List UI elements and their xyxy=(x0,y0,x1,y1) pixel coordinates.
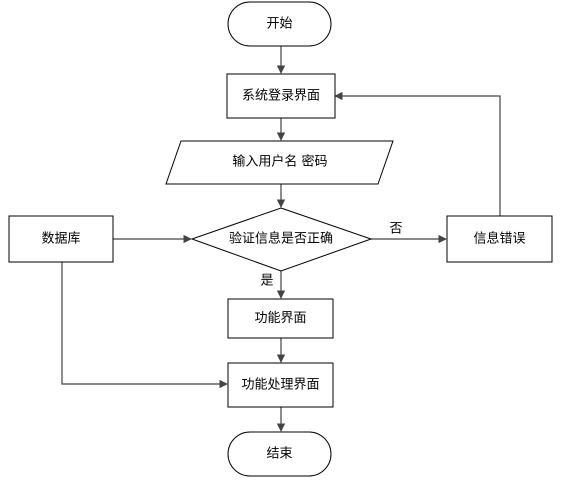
edge-label-no: 否 xyxy=(389,222,402,237)
start-node: 开始 xyxy=(227,1,332,47)
end-label: 结束 xyxy=(266,447,292,462)
edge-database-to-processing xyxy=(61,262,228,389)
verify-decision-label: 验证信息是否正确 xyxy=(229,231,333,247)
function-screen-node: 功能界面 xyxy=(227,298,334,339)
edge-error-to-login xyxy=(334,91,501,216)
login-screen-label: 系统登录界面 xyxy=(242,89,320,104)
verify-decision-node: 验证信息是否正确 xyxy=(190,207,373,272)
input-credentials-label: 输入用户名 密码 xyxy=(232,154,327,170)
error-node: 信息错误 xyxy=(446,215,553,263)
input-credentials-node: 输入用户名 密码 xyxy=(165,140,394,185)
function-screen-label: 功能界面 xyxy=(254,311,306,326)
database-node: 数据库 xyxy=(8,215,114,263)
database-label: 数据库 xyxy=(41,231,80,247)
processing-screen-node: 功能处理界面 xyxy=(227,362,334,408)
error-label: 信息错误 xyxy=(473,231,525,247)
processing-screen-label: 功能处理界面 xyxy=(241,378,319,393)
start-label: 开始 xyxy=(266,17,292,32)
end-node: 结束 xyxy=(227,431,332,477)
login-screen-node: 系统登录界面 xyxy=(226,73,336,119)
edge-label-yes: 是 xyxy=(260,274,273,289)
